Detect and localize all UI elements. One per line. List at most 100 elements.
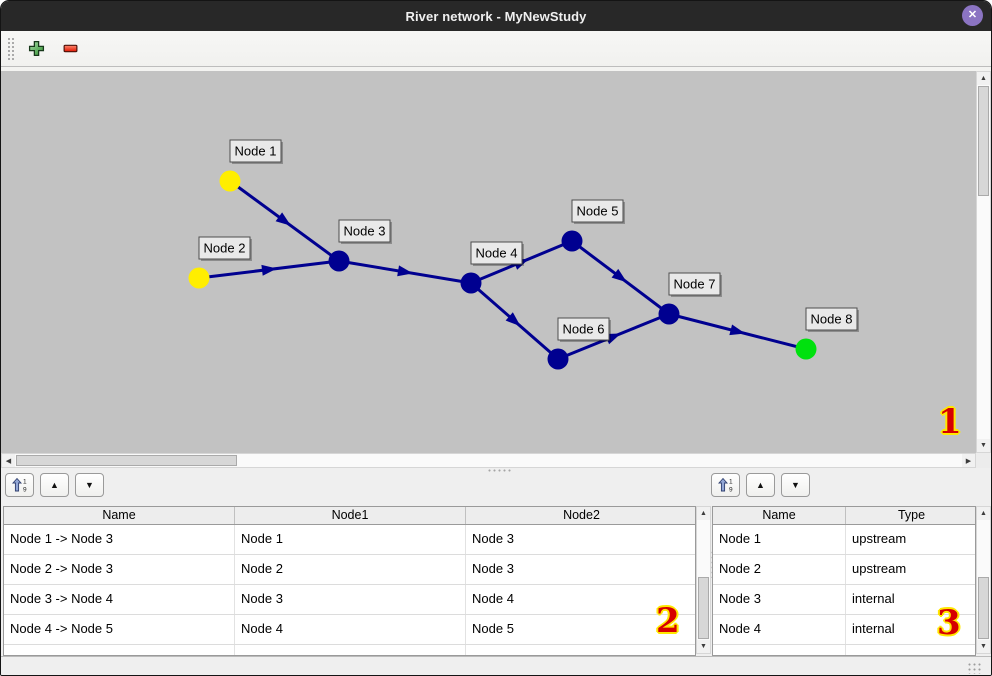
nodes-move-down-button[interactable]: ▼: [781, 473, 810, 497]
scroll-up-icon[interactable]: ▲: [977, 72, 990, 85]
nodes-table-header: Name Type: [713, 507, 975, 525]
scroll-down-icon[interactable]: ▼: [977, 439, 990, 452]
nodes-move-up-button[interactable]: ▲: [746, 473, 775, 497]
graph-node[interactable]: [219, 170, 241, 192]
table-row[interactable]: Node 2 upstream: [713, 555, 975, 585]
node-label-box[interactable]: [229, 139, 282, 163]
scrollbar-corner: [976, 453, 991, 468]
node-label-box[interactable]: [338, 219, 391, 243]
resize-grip[interactable]: [967, 662, 982, 674]
table-cell[interactable]: Node 5: [472, 621, 514, 636]
column-header[interactable]: Node2: [563, 508, 600, 522]
table-cell[interactable]: Node 2: [235, 555, 466, 584]
add-button[interactable]: [23, 36, 49, 62]
annotation-number: 1: [938, 402, 962, 442]
table-cell[interactable]: Node 4 -> Node 5: [4, 615, 235, 644]
scroll-down-icon[interactable]: ▼: [697, 640, 710, 653]
table-row[interactable]: Node 1 upstream: [713, 525, 975, 555]
scroll-down-icon[interactable]: ▼: [977, 640, 990, 653]
nodes-sort-button[interactable]: 1 9: [711, 473, 740, 497]
column-header[interactable]: Node1: [235, 507, 466, 524]
node-label-box[interactable]: [571, 199, 624, 223]
graph-node[interactable]: [561, 230, 583, 252]
table-row[interactable]: Node 4 internal: [713, 615, 975, 645]
canvas-hscrollbar[interactable]: ◀ ▶: [1, 453, 976, 468]
horizontal-pane-splitter[interactable]: [487, 468, 511, 473]
graph-node[interactable]: [795, 338, 817, 360]
nodes-toolbar: 1 9 ▲ ▼: [711, 473, 810, 499]
reaches-move-down-button[interactable]: ▼: [75, 473, 104, 497]
scroll-left-icon[interactable]: ◀: [2, 454, 15, 467]
node-label-box[interactable]: [668, 272, 721, 296]
table-cell: [846, 645, 975, 655]
column-header[interactable]: Name: [4, 507, 235, 524]
column-header[interactable]: Type: [897, 508, 926, 522]
table-cell[interactable]: upstream: [852, 561, 907, 576]
column-header[interactable]: Name: [713, 507, 846, 524]
node-label: Node 7: [674, 277, 716, 292]
table-cell[interactable]: upstream: [852, 531, 907, 546]
table-cell[interactable]: internal: [852, 621, 895, 636]
reaches-move-up-button[interactable]: ▲: [40, 473, 69, 497]
table-cell[interactable]: Node 3: [713, 585, 846, 614]
graph-node[interactable]: [188, 267, 210, 289]
table-row[interactable]: Node 3 internal: [713, 585, 975, 615]
annotation-number: 2: [656, 601, 680, 641]
node-label-box[interactable]: [805, 307, 858, 331]
graph-node[interactable]: [658, 303, 680, 325]
scroll-right-icon[interactable]: ▶: [962, 454, 975, 467]
node-label-box[interactable]: [198, 236, 251, 260]
table-cell[interactable]: Node 1: [713, 525, 846, 554]
scroll-up-icon[interactable]: ▲: [977, 507, 990, 520]
graph-node[interactable]: [547, 348, 569, 370]
table-cell[interactable]: internal: [852, 591, 895, 606]
table-cell[interactable]: Node 4: [235, 615, 466, 644]
table-cell[interactable]: Node 4: [713, 615, 846, 644]
table-cell[interactable]: Node 4: [472, 591, 514, 606]
graph-node[interactable]: [328, 250, 350, 272]
reaches-sort-button[interactable]: 1 9: [5, 473, 34, 497]
remove-button[interactable]: [57, 36, 83, 62]
close-button[interactable]: ✕: [962, 5, 983, 26]
nodes-scroll-thumb[interactable]: [978, 577, 989, 639]
node-label-box[interactable]: [557, 317, 610, 341]
table-cell: [235, 645, 466, 655]
table-cell[interactable]: Node 3 -> Node 4: [4, 585, 235, 614]
reaches-table-vscrollbar[interactable]: ▲ ▼: [696, 506, 711, 654]
table-cell[interactable]: Node 3: [235, 585, 466, 614]
edge-arrow-icon: [729, 324, 746, 336]
titlebar[interactable]: River network - MyNewStudy ✕: [1, 1, 991, 31]
plus-icon: [28, 40, 44, 57]
canvas-vscroll-thumb[interactable]: [978, 86, 989, 196]
scroll-up-icon[interactable]: ▲: [697, 507, 710, 520]
table-cell: [466, 645, 695, 655]
nodes-table-vscrollbar[interactable]: ▲ ▼: [976, 506, 991, 654]
table-cell[interactable]: Node 2 -> Node 3: [4, 555, 235, 584]
graph-node[interactable]: [460, 272, 482, 294]
node-label-box[interactable]: [470, 241, 523, 265]
canvas-hscroll-thumb[interactable]: [16, 455, 237, 466]
table-cell[interactable]: Node 2: [713, 555, 846, 584]
edge-arrow-icon: [611, 268, 627, 283]
table-cell[interactable]: Node 1: [235, 525, 466, 554]
table-cell: [4, 645, 235, 655]
close-icon: ✕: [967, 9, 978, 21]
table-cell[interactable]: Node 3: [472, 531, 514, 546]
node-label: Node 6: [563, 322, 605, 337]
toolbar-drag-handle[interactable]: [7, 36, 15, 61]
table-cell[interactable]: Node 1 -> Node 3: [4, 525, 235, 554]
table-cell[interactable]: Node 3: [472, 561, 514, 576]
canvas-vscrollbar[interactable]: ▲ ▼: [976, 71, 991, 453]
reaches-scroll-thumb[interactable]: [698, 577, 709, 639]
node-label: Node 1: [235, 144, 277, 159]
edge-arrow-icon: [275, 212, 291, 226]
